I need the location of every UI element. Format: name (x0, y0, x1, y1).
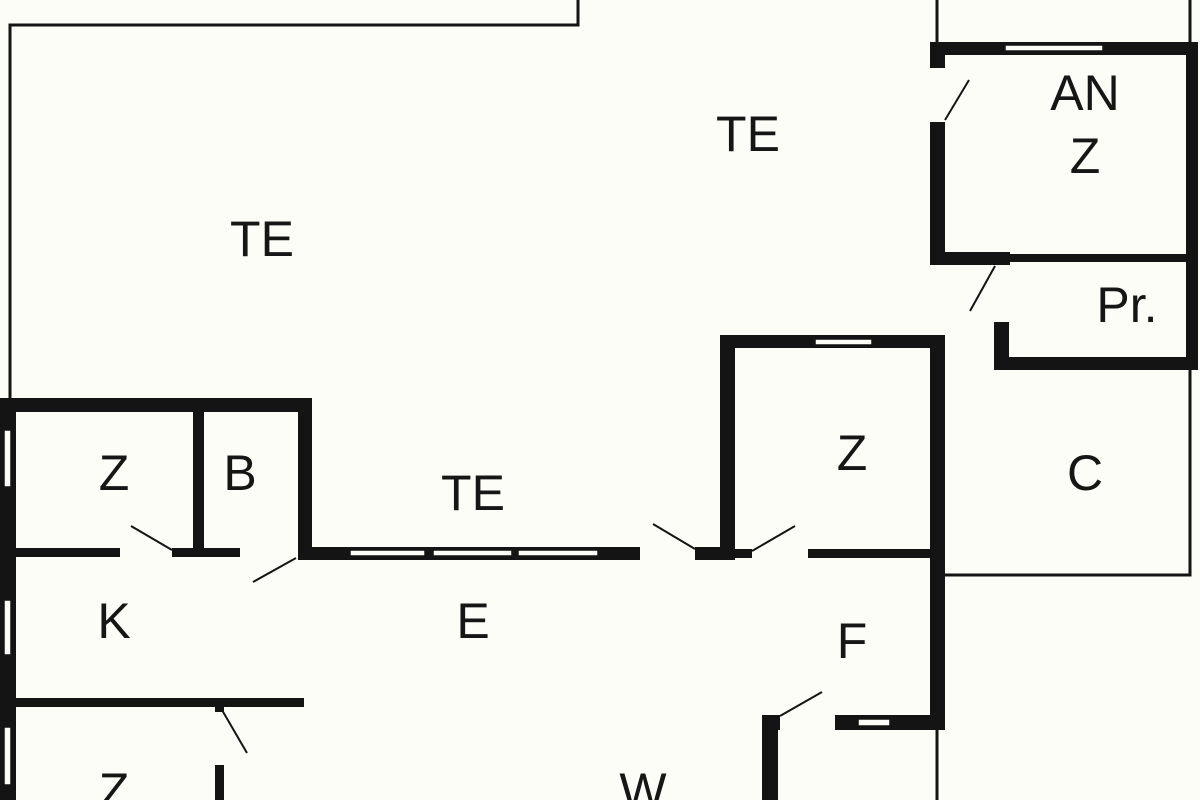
room-label-z-right: Z (837, 425, 868, 481)
room-label-f: F (837, 613, 868, 669)
room-label-c: C (1067, 445, 1103, 501)
room-label-w: W (619, 763, 667, 800)
room-label-te-left: TE (230, 211, 294, 267)
room-label-z-left: Z (99, 445, 130, 501)
room-label-z-bottom: Z (99, 763, 130, 800)
room-label-k: K (97, 593, 130, 649)
room-labels: TE TE TE AN Z Pr. Z B K E Z C F Z W (97, 65, 1157, 800)
doors (130, 79, 996, 754)
walls (0, 42, 1198, 800)
outline-lines (8, 0, 1192, 800)
windows (3, 44, 1104, 786)
room-label-e: E (456, 593, 489, 649)
room-label-te-top: TE (716, 106, 780, 162)
room-label-pr: Pr. (1096, 277, 1157, 333)
room-label-b: B (223, 445, 256, 501)
room-label-anz-line1: AN (1050, 65, 1119, 121)
room-label-te-mid: TE (441, 465, 505, 521)
room-label-anz-line2: Z (1070, 128, 1101, 184)
